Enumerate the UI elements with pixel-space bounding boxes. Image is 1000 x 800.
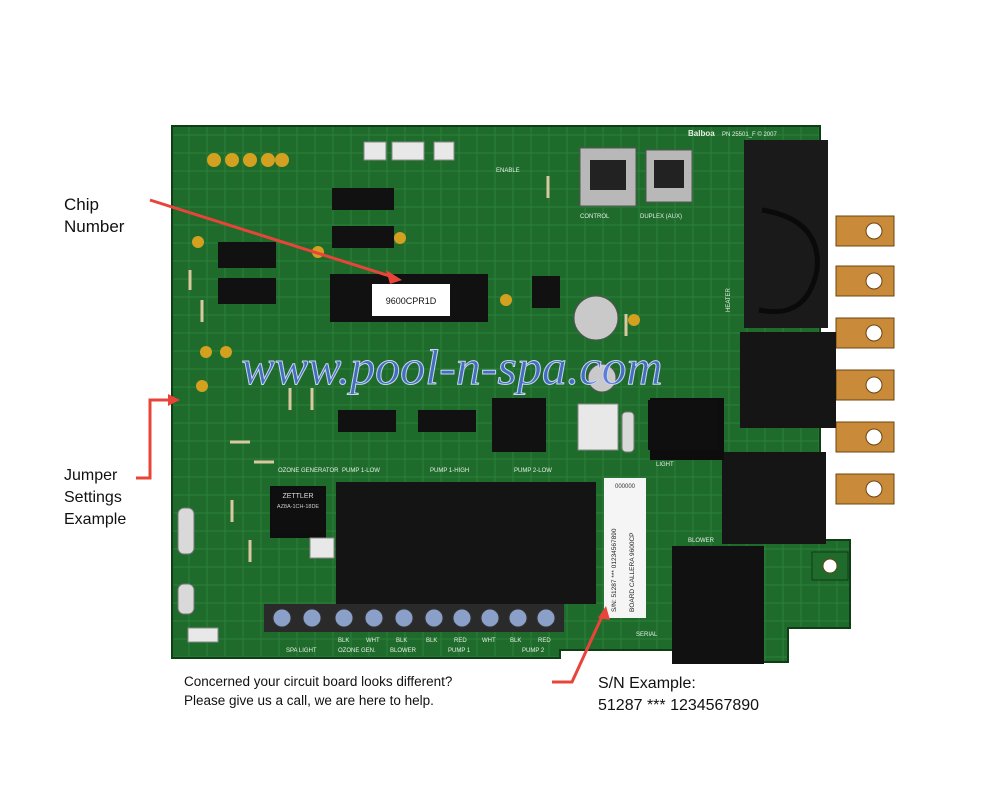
jumper-arrowhead (168, 394, 180, 406)
rj-jacks (579, 147, 693, 207)
jumper-callout-line3: Example (64, 511, 127, 528)
silk-blk-1: BLK (338, 638, 349, 644)
pump-relays (336, 482, 596, 604)
callout-arrows (136, 198, 606, 684)
silk-wht-1: WHT (366, 638, 380, 644)
jumper-callout-line1: Jumper (64, 467, 118, 484)
silkscreen-labels: Balboa PN 25501_F © 2007 CONTROL DUPLEX … (278, 129, 777, 654)
silk-heater: HEATER (726, 287, 732, 312)
silk-control: CONTROL (580, 214, 610, 220)
zettler-relay: ZETTLER AZ8A-1CH-18DE (272, 400, 718, 534)
watermark-text: www.pool-n-spa.com (241, 339, 662, 395)
relay-model-text: AZ8A-1CH-18DE (277, 504, 320, 510)
relay-brand-text: ZETTLER (282, 493, 313, 500)
jumper-arrow (136, 398, 172, 480)
silk-blk-4: BLK (510, 638, 521, 644)
jumper-settings-callout: Jumper Settings Example (64, 465, 126, 531)
silk-ozone: OZONE GENERATOR (278, 468, 339, 474)
chip-number-callout: Chip Number (64, 194, 124, 238)
serial-sticker-line1: S/N: 51287 *** 01234567890 (611, 528, 618, 612)
chip-callout-line2: Number (64, 217, 125, 236)
silk-pump1: PUMP 1 (448, 648, 471, 654)
sn-example-callout: S/N Example: 51287 *** 1234567890 (598, 673, 759, 717)
fuses (177, 411, 635, 615)
silk-serial: SERIAL (636, 632, 658, 638)
arrow-heads (168, 270, 610, 620)
sn-arrow (552, 611, 606, 684)
footer-note-line2: Please give us a call, we are here to he… (184, 693, 434, 708)
chip-number-text: 9600CPR1D (386, 296, 437, 306)
serial-sticker-top: 000000 (615, 484, 636, 490)
silk-pump2-low: PUMP 2-LOW (514, 468, 552, 474)
silk-spa-light: SPA LIGHT (286, 648, 317, 654)
part-number-text: PN 25501_F © 2007 (722, 131, 777, 138)
silk-light: LIGHT (656, 462, 674, 468)
brand-logo-text: Balboa (688, 129, 715, 138)
footer-note-line1: Concerned your circuit board looks diffe… (184, 674, 453, 689)
silk-pump1-high: PUMP 1-HIGH (430, 468, 469, 474)
silk-blower-term: BLOWER (390, 648, 417, 654)
sn-arrowhead (598, 606, 610, 620)
chip-sticker: 9600CPR1D (372, 284, 450, 316)
terminal-block (264, 604, 564, 632)
silk-red-2: RED (538, 638, 551, 644)
silk-blk-2: BLK (396, 638, 407, 644)
sn-callout-value: 51287 *** 1234567890 (598, 697, 760, 714)
serial-sticker-line2: BOARD CALLERA 9600CP (629, 533, 636, 612)
chip-arrow (149, 198, 397, 280)
chip-callout-line1: Chip (64, 195, 99, 214)
silk-blower: BLOWER (688, 538, 715, 544)
silk-blk-3: BLK (426, 638, 437, 644)
silk-pump2: PUMP 2 (522, 648, 545, 654)
white-connectors (187, 141, 619, 643)
jumper-callout-line2: Settings (64, 489, 122, 506)
silk-wht-2: WHT (482, 638, 496, 644)
footer-note: Concerned your circuit board looks diffe… (184, 672, 452, 710)
silk-red-1: RED (454, 638, 467, 644)
silk-duplex: DUPLEX (AUX) (640, 214, 682, 220)
silk-pump1-low: PUMP 1-LOW (342, 468, 380, 474)
silk-ozone-gen: OZONE GEN. (338, 648, 376, 654)
sn-callout-label: S/N Example: (598, 675, 696, 692)
capacitors (192, 153, 640, 393)
silk-enable: ENABLE (496, 168, 520, 174)
chip-arrowhead (386, 270, 402, 284)
serial-sticker: 000000 S/N: 51287 *** 01234567890 BOARD … (604, 478, 646, 618)
resistors (188, 176, 628, 562)
power-terminals (811, 215, 895, 581)
